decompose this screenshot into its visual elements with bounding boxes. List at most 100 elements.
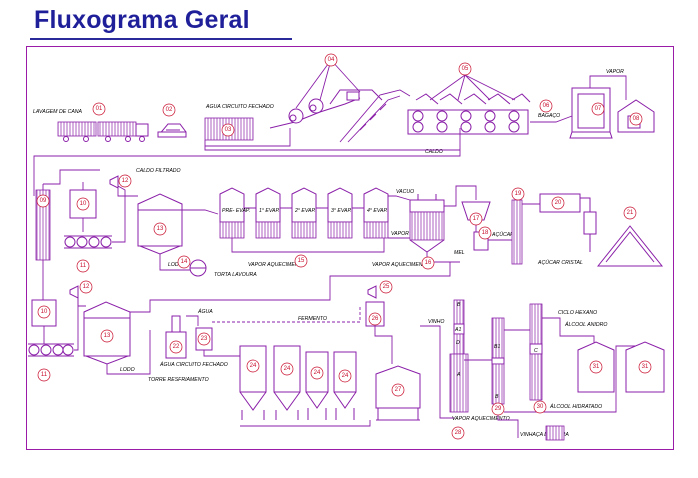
svg-text:12: 12 (122, 178, 129, 184)
label-evap-4: 4° EVAP. (367, 208, 388, 214)
label-bagaco: BAGAÇO (538, 113, 560, 119)
svg-text:13: 13 (104, 333, 111, 339)
bubble-16: 16 (421, 256, 435, 270)
rectification-column-29 (491, 317, 505, 405)
label-col-a: A (456, 372, 461, 378)
label-col-a1: A1 (454, 327, 461, 333)
svg-text:19: 19 (515, 191, 522, 197)
label-acucar-cristal: AÇÚCAR CRISTAL (537, 259, 583, 266)
svg-text:15: 15 (298, 258, 305, 264)
bubble-04: 04 (324, 53, 338, 67)
label-vapor-aquecimento-2: VAPOR AQUECIMENTO (372, 262, 430, 268)
bubble-01: 01 (92, 102, 106, 116)
label-col-d: D (456, 340, 460, 346)
svg-text:24: 24 (284, 366, 291, 372)
svg-text:10: 10 (80, 201, 87, 207)
label-col-b1: B1 (494, 344, 500, 350)
bucket-elevator-19 (511, 199, 523, 265)
sugar-warehouse-21 (596, 225, 664, 267)
label-caldo-filtrado: CALDO FILTRADO (136, 168, 181, 174)
bubble-06: 06 (539, 99, 553, 113)
svg-text:03: 03 (225, 127, 232, 133)
bubble-03: 03 (221, 123, 235, 137)
pump-group-upper (64, 235, 112, 249)
decanter-13-upper (137, 193, 183, 255)
svg-text:05: 05 (462, 66, 469, 72)
fermentation-vats-24 (239, 345, 357, 420)
bubble-28: 28 (451, 426, 465, 440)
pipe-water-loop (204, 128, 291, 147)
bubble-08: 08 (629, 112, 643, 126)
bubble-12-lower: 12 (79, 280, 93, 294)
svg-text:17: 17 (473, 216, 480, 222)
bubble-22: 22 (169, 340, 183, 354)
label-ciclo-hexano: CICLO HEXANO (558, 310, 597, 316)
bubble-13-lower: 13 (100, 329, 114, 343)
label-vapor-aquecimento-3: VAPOR AQUECIMENTO (452, 416, 510, 422)
mill-tandem (407, 93, 531, 135)
svg-text:14: 14 (181, 259, 188, 265)
bubble-31-b: 31 (638, 360, 652, 374)
label-evap-2: 2° EVAP. (294, 208, 316, 214)
truck-trailer-1 (57, 121, 97, 137)
svg-text:10: 10 (41, 309, 48, 315)
cane-conveyor (339, 89, 411, 143)
bubble-11-lower: 11 (37, 368, 51, 382)
svg-text:11: 11 (80, 263, 87, 269)
cane-crane (157, 123, 187, 138)
bubble-18: 18 (478, 226, 492, 240)
pump-group-lower (28, 343, 74, 357)
svg-text:24: 24 (342, 373, 349, 379)
svg-text:18: 18 (482, 230, 489, 236)
cane-truck-group (57, 121, 149, 142)
centrifuge-17 (461, 201, 491, 221)
label-torta-lavoura: TORTA LAVOURA (214, 272, 257, 278)
label-lodo-2: LODO (120, 367, 135, 373)
label-acucar: AÇÚCAR (491, 231, 514, 238)
evaporator-train (219, 187, 389, 239)
svg-text:01: 01 (96, 106, 103, 112)
svg-text:30: 30 (537, 404, 544, 410)
svg-text:27: 27 (395, 387, 402, 393)
label-vapor-top: VAPOR (606, 69, 624, 75)
svg-text:08: 08 (633, 116, 640, 122)
svg-text:22: 22 (173, 344, 180, 350)
label-fermento: FERMENTO (298, 316, 327, 322)
svg-text:09: 09 (40, 198, 47, 204)
bubble-12-upper: 12 (118, 174, 132, 188)
bubble-07: 07 (591, 102, 605, 116)
label-lavagem-cana: LAVAGEM DE CANA (33, 109, 83, 115)
svg-text:04: 04 (328, 57, 335, 63)
label-evap-1: 1° EVAP. (259, 208, 280, 214)
bubble-30: 30 (533, 400, 547, 414)
bubble-25: 25 (379, 280, 393, 294)
label-col-b: B (457, 302, 461, 308)
label-evap-pre: PRE- EVAP. (222, 208, 250, 214)
title-underline (30, 38, 292, 40)
distillation-column-28 (449, 299, 469, 413)
cane-knives (269, 89, 383, 129)
label-vinhaca-lavoura: VINHAÇA LAVOURA (520, 432, 569, 438)
bubble-26: 26 (368, 312, 382, 326)
truck-trailer-2 (97, 121, 137, 137)
bubble-10-lower: 10 (37, 305, 51, 319)
bubble-14: 14 (177, 255, 191, 269)
decanter-13-lower (83, 301, 131, 365)
bubble-31-a: 31 (589, 360, 603, 374)
dehydration-column-30 (529, 303, 543, 401)
bubble-21: 21 (623, 206, 637, 220)
pointer-05 (429, 74, 516, 101)
bubble-27: 27 (391, 383, 405, 397)
bubble-24-b: 24 (280, 362, 294, 376)
svg-text:02: 02 (166, 107, 173, 113)
label-evap-3: 3° EVAP. (331, 208, 352, 214)
bubble-11-upper: 11 (76, 259, 90, 273)
bubble-09: 09 (36, 194, 50, 208)
pipe-caldo-main (33, 128, 461, 196)
label-mel: MEL (454, 250, 465, 256)
bubble-24-c: 24 (310, 366, 324, 380)
label-col-c: C (534, 348, 538, 354)
page-title: Fluxograma Geral (34, 6, 250, 34)
label-caldo: CALDO (425, 149, 443, 155)
valve-12-upper (109, 175, 119, 189)
